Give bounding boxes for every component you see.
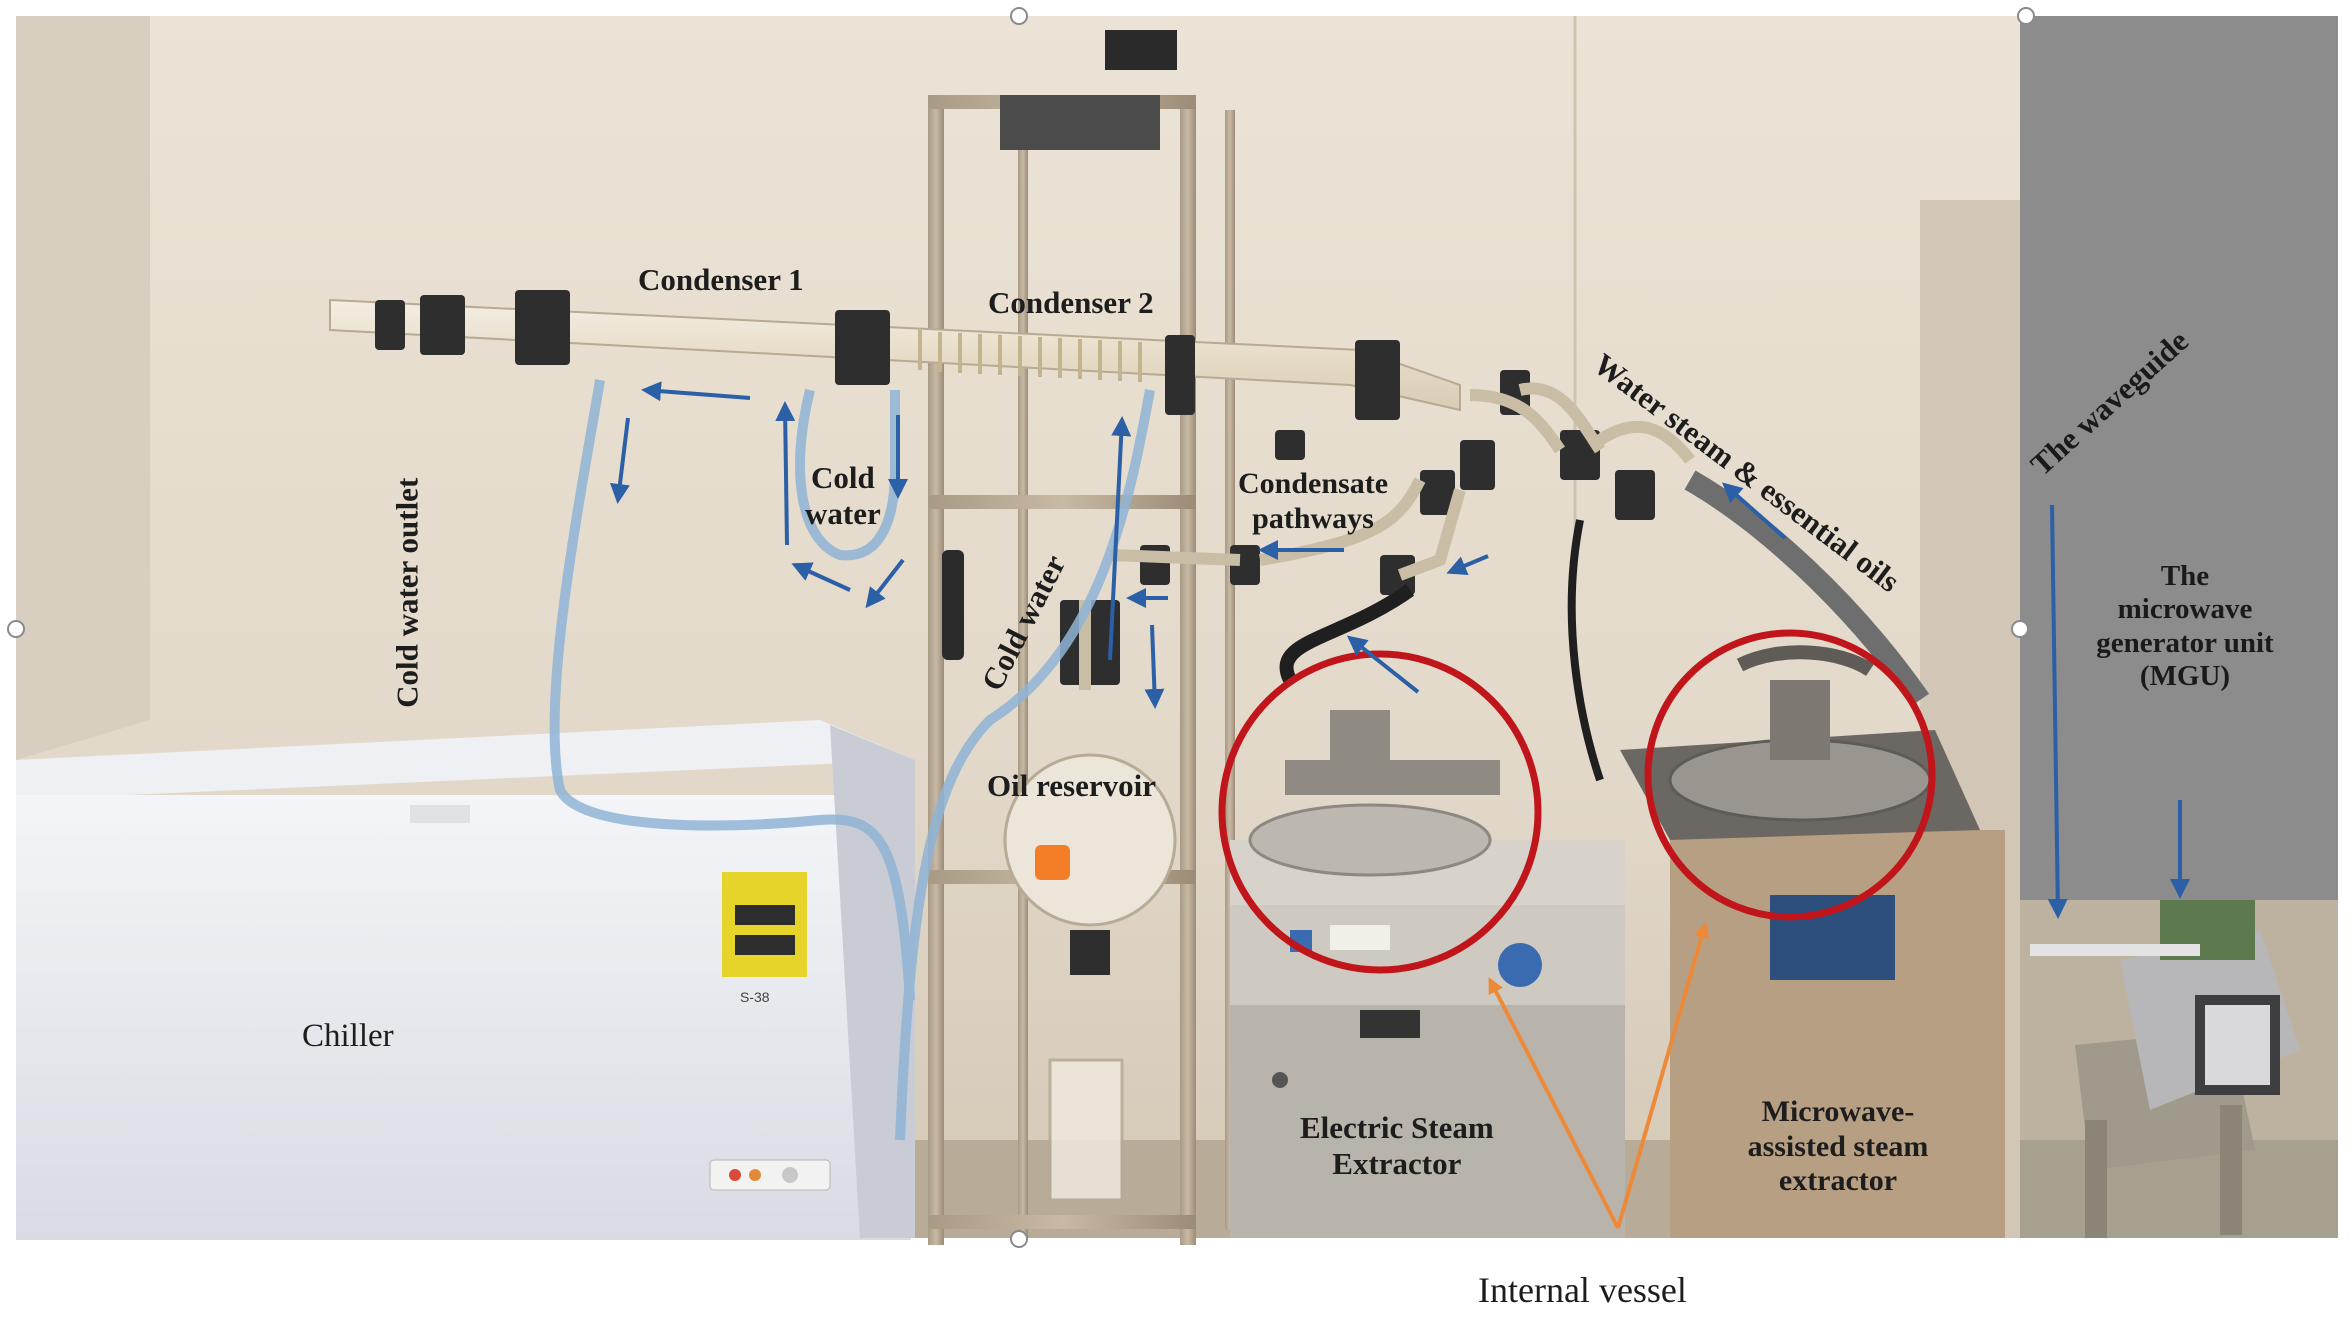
label-mgu-line2: microwave xyxy=(2117,593,2253,626)
chiller-lid xyxy=(16,720,915,800)
chiller-control-panel xyxy=(709,1159,831,1191)
reservoir-cap xyxy=(1035,845,1070,880)
label-microwave-assisted-extractor: Microwave- assisted steam extractor xyxy=(1718,1095,1958,1199)
cold-water-hoses xyxy=(549,379,1155,1141)
frame-handle-left-middle[interactable] xyxy=(7,620,25,638)
frame-handle-bottom-middle[interactable] xyxy=(1010,1230,1028,1248)
frame-handle-top-middle[interactable] xyxy=(1010,7,1028,25)
top-box xyxy=(1105,30,1177,70)
label-condensate-pathways: Condensate pathways xyxy=(1238,467,1388,536)
chiller-panel-text: S-38 xyxy=(740,989,770,1005)
waveguide-tube xyxy=(2030,944,2200,956)
frame-handle-top-right[interactable] xyxy=(2017,7,2035,25)
label-mgu-line3: generator unit xyxy=(2096,626,2274,659)
label-cold-water-outlet: Cold water outlet xyxy=(389,477,425,708)
label-mgu-line4: (MGU) xyxy=(2139,660,2231,693)
label-electric-steam-extractor: Electric Steam Extractor xyxy=(1300,1110,1494,1181)
internal-vessel-circle-microwave xyxy=(1644,629,1936,921)
rack-controller xyxy=(942,550,964,660)
label-condensate-line1: Condensate xyxy=(1238,467,1389,500)
internal-vessel-circle-electric xyxy=(1218,650,1542,974)
label-electric-line2: Extractor xyxy=(1332,1145,1462,1181)
label-condenser-1: Condenser 1 xyxy=(638,262,804,297)
label-microwave-line1: Microwave- xyxy=(1761,1095,1915,1128)
label-oil-reservoir: Oil reservoir xyxy=(987,768,1157,803)
mgu-side-panel xyxy=(2020,16,2338,900)
label-cold-water-center-line1: Cold xyxy=(810,460,875,495)
electric-extractor-lid xyxy=(1248,803,1492,877)
label-microwave-line2: assisted steam xyxy=(1747,1129,1929,1163)
internal-vessel-pointers xyxy=(1488,921,1710,1229)
label-mgu-line1: The xyxy=(2160,560,2210,592)
label-cold-water-center-line2: water xyxy=(805,495,881,531)
label-condensate-line2: pathways xyxy=(1252,501,1374,535)
black-hose xyxy=(1279,584,1415,684)
label-microwave-line3: extractor xyxy=(1778,1164,1898,1197)
label-mgu: The microwave generator unit (MGU) xyxy=(2055,560,2315,693)
label-internal-vessel: Internal vessel xyxy=(1478,1270,1687,1310)
label-condenser-2: Condenser 2 xyxy=(988,285,1154,320)
left-wall xyxy=(16,16,150,760)
flow-arrows xyxy=(610,381,2190,919)
beaker xyxy=(1048,1058,1124,1202)
frame-handle-right-middle[interactable] xyxy=(2011,620,2029,638)
condenser-2-coil xyxy=(918,330,1142,382)
label-cold-water-center: Cold water xyxy=(805,460,881,531)
steam-hose xyxy=(1684,470,1930,707)
oil-reservoir-flask xyxy=(1003,753,1177,927)
label-electric-line1: Electric Steam xyxy=(1300,1110,1494,1145)
condensate-glassware xyxy=(1079,382,1695,690)
label-chiller: Chiller xyxy=(302,1018,394,1054)
